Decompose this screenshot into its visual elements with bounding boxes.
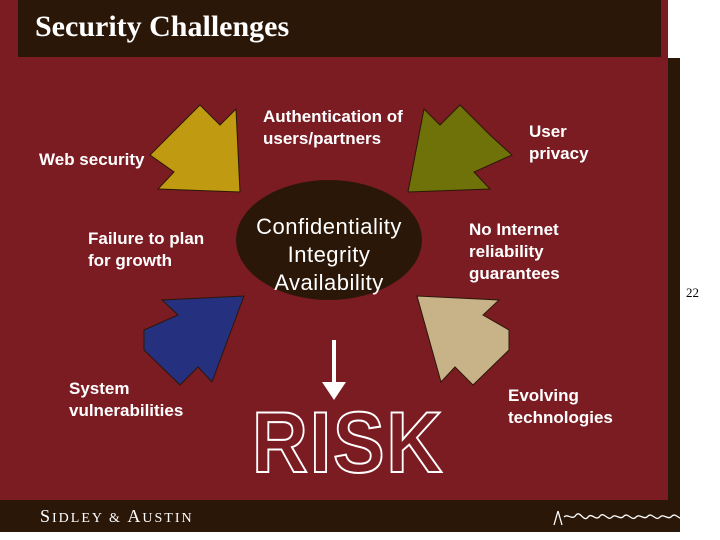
center-ellipse: Confidentiality Integrity Availability (236, 180, 422, 300)
label-system-vulnerabilities: System vulnerabilities (69, 379, 184, 420)
right-border-strip (668, 58, 680, 500)
center-cia-text: Confidentiality Integrity Availability (256, 214, 402, 295)
arrow-user-privacy (407, 104, 513, 193)
arrows-diagram (143, 104, 513, 400)
arrow-down-to-risk (322, 340, 346, 400)
risk-label: RISK (251, 395, 445, 491)
arrow-system-vulnerabilities (143, 295, 245, 386)
label-no-internet-reliability: No Internet reliability guarantees (469, 220, 560, 283)
label-evolving-technologies: Evolving technologies (508, 386, 613, 427)
label-failure-to-plan: Failure to plan for growth (88, 229, 205, 270)
arrow-evolving-technologies (416, 295, 510, 386)
page-title: Security Challenges (35, 10, 290, 43)
footer-logo-signature (553, 510, 703, 526)
title-bar (18, 0, 661, 57)
arrow-authentication (149, 104, 241, 193)
footer-firm-name: SIDLEY & AUSTIN (40, 506, 194, 526)
label-web-security: Web security (39, 150, 145, 169)
label-authentication: Authentication of users/partners (263, 107, 403, 148)
label-user-privacy: User privacy (529, 122, 589, 163)
page-number: 22 (686, 285, 699, 300)
